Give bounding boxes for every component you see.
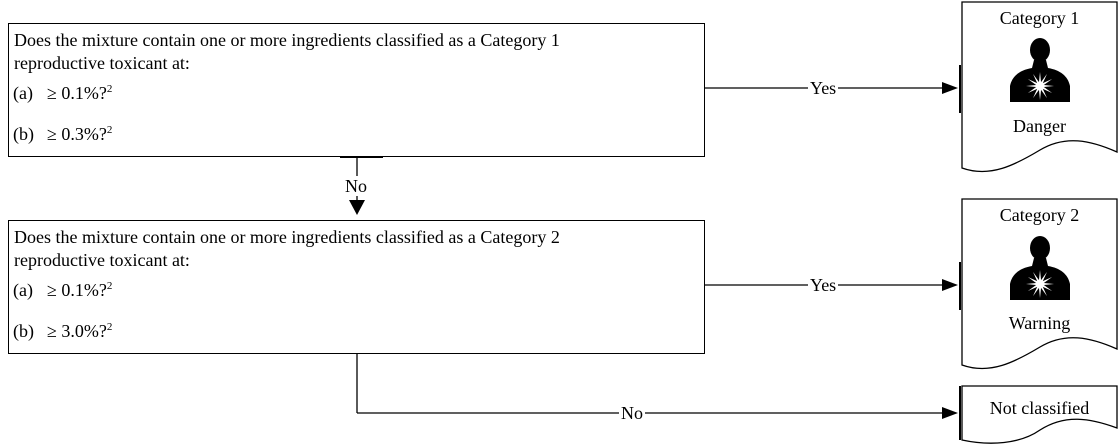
question-1-line-2: reproductive toxicant at: bbox=[14, 53, 190, 73]
category-1-signal-word: Danger bbox=[1013, 116, 1066, 136]
question-2-line-1: Does the mixture contain one or more ing… bbox=[14, 227, 560, 247]
option-1a-value: ≥ 0.1%?2 bbox=[47, 83, 113, 103]
option-1b-letter: (b) bbox=[13, 124, 34, 144]
category-2-title: Category 2 bbox=[999, 205, 1080, 225]
option-2a-value: ≥ 0.1%?2 bbox=[47, 280, 113, 300]
arrowhead-no-2 bbox=[942, 407, 958, 419]
option-2a-letter: (a) bbox=[13, 280, 33, 300]
option-2b-value: ≥ 3.0%?2 bbox=[47, 321, 113, 341]
yes-label-1: Yes bbox=[808, 78, 839, 98]
question-box-2: Does the mixture contain one or more ing… bbox=[8, 220, 705, 354]
no-label-2: No bbox=[619, 403, 645, 423]
arrowhead-no-1 bbox=[349, 200, 365, 215]
question-box-1: Does the mixture contain one or more ing… bbox=[8, 23, 705, 157]
option-1b-value: ≥ 0.3%?2 bbox=[47, 124, 113, 144]
yes-label-2: Yes bbox=[808, 275, 839, 295]
arrowhead-yes-1 bbox=[942, 82, 958, 94]
category-1-title: Category 1 bbox=[999, 8, 1080, 28]
not-classified-document-shape bbox=[961, 385, 1118, 444]
question-1-line-1: Does the mixture contain one or more ing… bbox=[14, 30, 560, 50]
health-hazard-icon bbox=[1010, 38, 1070, 102]
question-2-line-2: reproductive toxicant at: bbox=[14, 250, 190, 270]
option-2b-letter: (b) bbox=[13, 321, 34, 341]
option-1a-letter: (a) bbox=[13, 83, 33, 103]
health-hazard-icon bbox=[1010, 236, 1070, 300]
not-classified-title: Not classified bbox=[989, 398, 1090, 418]
category-2-signal-word: Warning bbox=[1008, 313, 1071, 333]
no-label-1: No bbox=[344, 176, 368, 196]
arrowhead-yes-2 bbox=[942, 279, 958, 291]
no-connector-2 bbox=[356, 354, 961, 440]
